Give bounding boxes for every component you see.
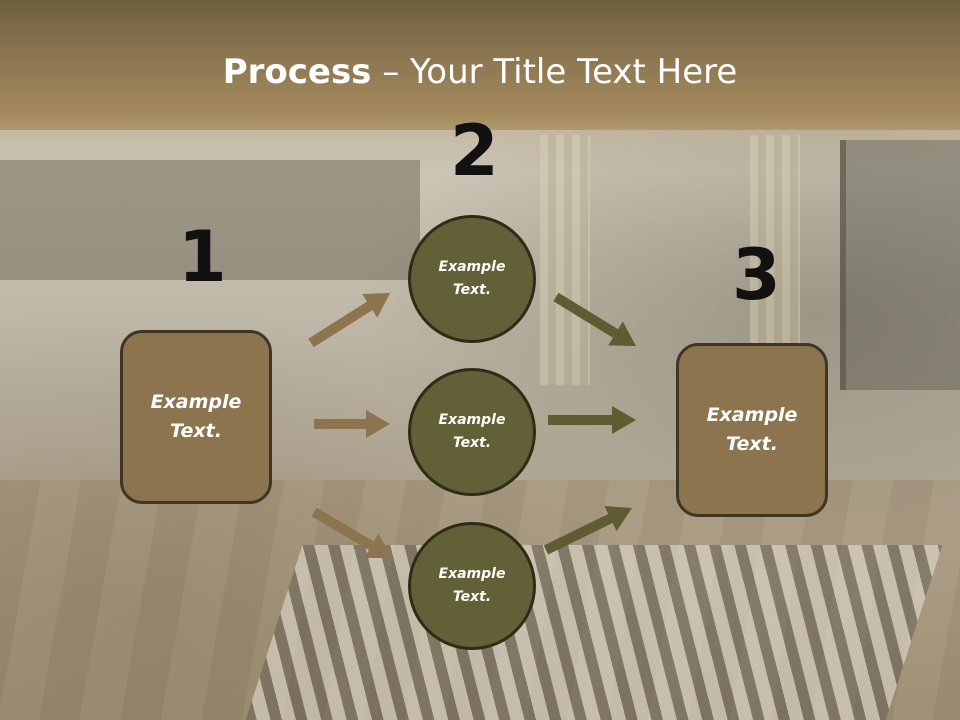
step-number-3: 3 (732, 234, 781, 316)
step-2-circle-bottom: Example Text. (408, 522, 536, 650)
step-2-circle-middle-label: Example Text. (438, 412, 506, 451)
step-2-circle-bottom-label: Example Text. (438, 566, 506, 605)
step-number-2: 2 (450, 110, 499, 192)
slide-title: Process – Your Title Text Here (0, 52, 960, 92)
step-2-circle-top-label: Example Text. (438, 259, 506, 298)
step-2-circle-top: Example Text. (408, 215, 536, 343)
step-1-box: Example Text. (120, 330, 272, 504)
step-3-label: Example Text. (706, 404, 798, 455)
background-rug (237, 545, 943, 720)
slide-title-bold: Process (222, 52, 372, 92)
background-curtain-left (540, 135, 590, 385)
step-number-1: 1 (178, 216, 227, 298)
slide-title-rest: – Your Title Text Here (371, 52, 738, 92)
step-1-label: Example Text. (150, 391, 242, 442)
step-2-circle-middle: Example Text. (408, 368, 536, 496)
background-cabinets (0, 160, 420, 280)
step-3-box: Example Text. (676, 343, 828, 517)
background-window (840, 140, 960, 390)
